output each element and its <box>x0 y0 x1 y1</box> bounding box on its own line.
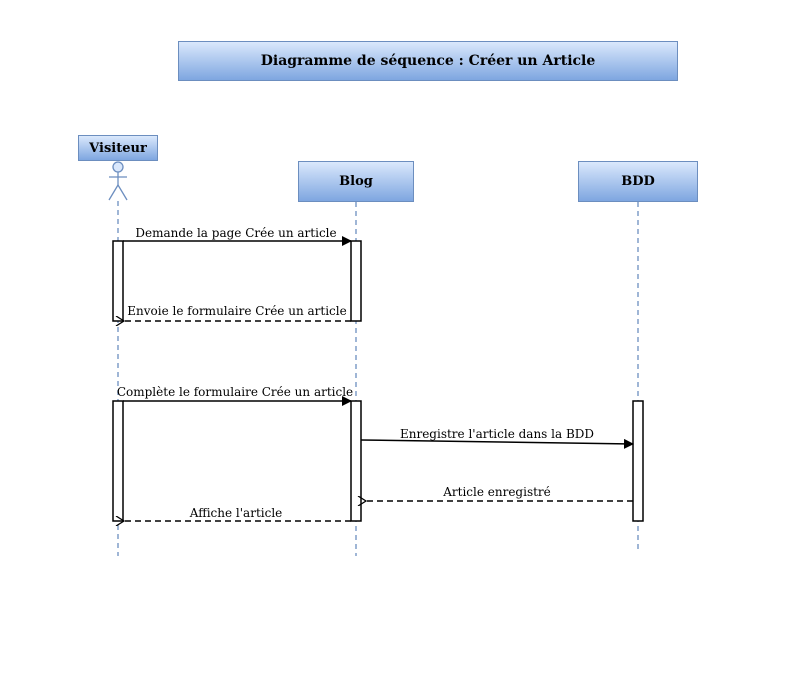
message-label-5: Article enregistré <box>442 485 551 499</box>
message-label-4: Enregistre l'article dans la BDD <box>400 427 594 441</box>
message-arrow-4 <box>360 438 634 449</box>
message-label-3: Complète le formulaire Crée un article <box>117 385 353 399</box>
activation-blog-1 <box>350 240 362 322</box>
participant-bdd: BDD <box>578 161 698 202</box>
activation-visiteur-1 <box>112 240 124 322</box>
participant-blog: Blog <box>298 161 414 202</box>
activation-blog-2 <box>350 400 362 522</box>
activation-bdd-1 <box>632 400 644 522</box>
message-label-1: Demande la page Crée un article <box>135 226 336 240</box>
diagram-title: Diagramme de séquence : Créer un Article <box>178 41 678 81</box>
actor-visiteur-label: Visiteur <box>78 135 158 161</box>
message-label-6: Affiche l'article <box>189 506 283 520</box>
actor-stick-figure-icon <box>108 161 128 201</box>
message-label-2: Envoie le formulaire Crée un article <box>127 304 346 318</box>
activation-visiteur-2 <box>112 400 124 522</box>
